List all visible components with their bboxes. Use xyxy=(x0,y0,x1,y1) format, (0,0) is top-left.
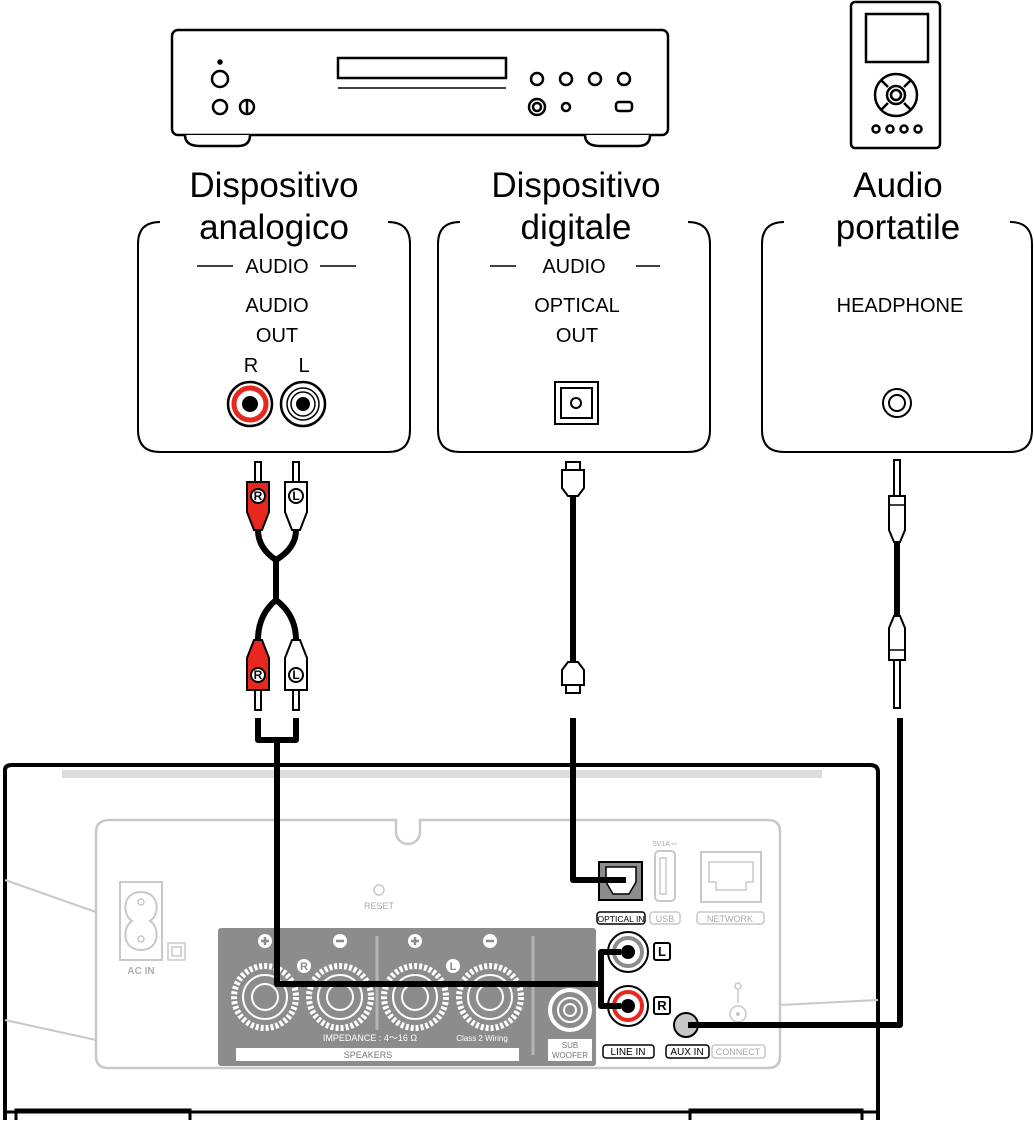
receiver-back-panel: AC IN RESET R L IMPEDANCE : 4～16 Ω Class… xyxy=(3,763,880,1120)
plug-r-label: R xyxy=(254,489,263,503)
speaker-r-marker: R xyxy=(300,961,308,973)
optical-out-jack xyxy=(554,381,599,425)
connect-label: CONNECT xyxy=(716,1047,761,1057)
cable-routes xyxy=(255,718,903,1028)
device-panels xyxy=(137,221,1033,453)
usb-port xyxy=(654,850,676,902)
portable-device-title: Audio xyxy=(853,166,943,205)
rca-plug-white-lower: L xyxy=(284,639,308,711)
digital-device-title: Dispositivo xyxy=(491,166,660,205)
cd-player-illustration xyxy=(170,28,670,148)
usb-label: USB xyxy=(656,914,675,924)
analog-port-label: AUDIO xyxy=(245,295,308,317)
rca-cable: R L R L xyxy=(246,461,308,711)
impedance-label: IMPEDANCE : 4～16 Ω xyxy=(323,1033,418,1043)
usb-rating-label: 5V1A ⎓ xyxy=(653,841,678,848)
plug-l-label: L xyxy=(292,668,299,682)
reset-button[interactable] xyxy=(373,884,385,896)
analog-device-title-2: analogico xyxy=(199,208,349,247)
reset-label: RESET xyxy=(364,901,395,911)
subwoofer-label-2: WOOFER xyxy=(552,1051,588,1060)
minijack-cable xyxy=(888,459,906,709)
class2-label: Class 2 Wiring xyxy=(456,1034,508,1043)
speaker-l-marker: L xyxy=(450,961,457,973)
digital-section-label: AUDIO xyxy=(542,256,605,278)
network-port xyxy=(700,851,762,903)
rca-plug-red-upper: R xyxy=(246,461,270,531)
aux-in-label: AUX IN xyxy=(670,1047,703,1058)
analog-right-label: R xyxy=(244,355,258,377)
line-in-r-jack xyxy=(607,985,649,1027)
analog-port-label-2: OUT xyxy=(256,325,298,347)
subwoofer-label: SUB xyxy=(562,1041,578,1050)
plug-r-label: R xyxy=(254,668,263,682)
network-label: NETWORK xyxy=(707,914,753,924)
digital-port-label-2: OUT xyxy=(556,325,598,347)
analog-left-label: L xyxy=(298,355,309,377)
rca-plug-red-lower: R xyxy=(246,639,270,711)
line-in-label: LINE IN xyxy=(610,1047,645,1058)
headphone-jack xyxy=(882,388,912,418)
optical-cable xyxy=(561,461,585,694)
rca-plug-white-upper: L xyxy=(284,461,308,531)
portable-device-title-2: portatile xyxy=(836,208,961,247)
portable-player-illustration xyxy=(849,0,942,150)
line-in-r-label: R xyxy=(657,998,667,1013)
digital-port-label: OPTICAL xyxy=(534,295,620,317)
line-in-l-label: L xyxy=(658,944,666,959)
headphone-port-label: HEADPHONE xyxy=(837,295,964,317)
plug-l-label: L xyxy=(292,489,299,503)
digital-device-title-2: digitale xyxy=(521,208,632,247)
analog-section-label: AUDIO xyxy=(245,256,308,278)
rca-jack-right xyxy=(226,380,274,428)
speakers-label: SPEAKERS xyxy=(344,1050,393,1060)
analog-device-title: Dispositivo xyxy=(189,166,358,205)
rca-jack-left xyxy=(279,380,327,428)
optical-in-label: OPTICAL IN xyxy=(598,914,645,924)
ac-in-label: AC IN xyxy=(127,966,154,977)
